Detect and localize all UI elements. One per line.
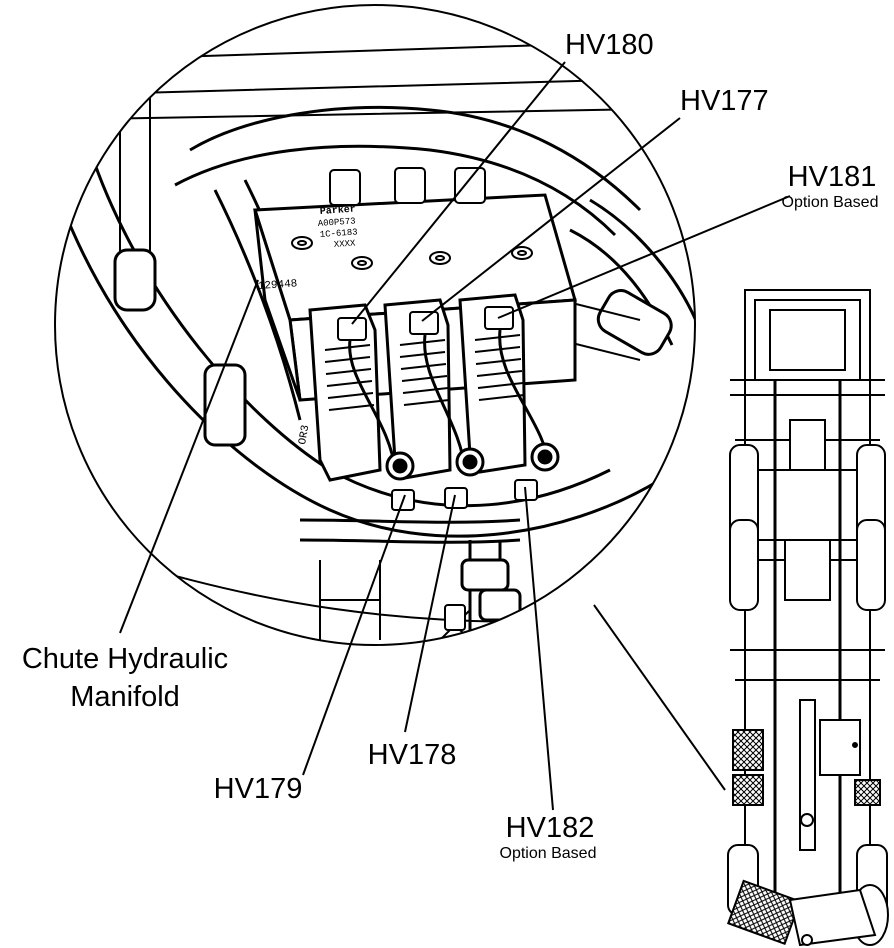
code-mark-2: 1C-6183 [320,227,358,240]
manifold-label-line1: Chute Hydraulic [22,643,228,675]
brand-mark: Parker [319,204,356,218]
edge-mark: OR3 [297,424,312,446]
leader-lines [119,61,791,811]
hv182-note: Option Based [500,845,597,862]
hv178-label: HV178 [368,739,457,771]
hv182-label: HV182 [506,812,595,844]
detail-circle-view [55,39,695,641]
callout-labels: HV180 HV177 HV181 Option Based Chute Hyd… [22,29,879,862]
hv181-label: HV181 [788,161,877,193]
hv180-label: HV180 [565,29,654,61]
serial-mark: 129448 [257,278,297,293]
hv181-note: Option Based [782,194,879,211]
hv177-label: HV177 [680,85,769,117]
manifold-engraving: Parker A00P573 1C-6183 XXXX 129448 OR3 [257,204,357,446]
code-mark-1: A00P573 [318,216,356,229]
code-mark-3: XXXX [334,238,357,250]
hv179-label: HV179 [214,773,303,805]
machine-top-view [726,289,889,947]
manifold-label-line2: Manifold [70,681,180,713]
